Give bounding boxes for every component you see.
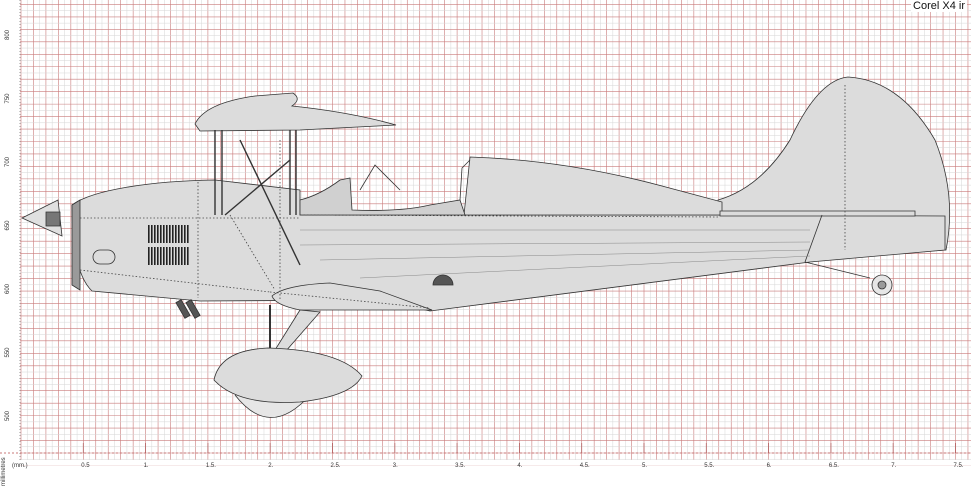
biplane-drawing[interactable] [21, 76, 951, 418]
louver-slot [148, 247, 150, 265]
louver-slot [166, 247, 168, 265]
louver-slot [178, 225, 180, 243]
ruler-label: 4.5. [580, 463, 590, 469]
access-panel [92, 249, 116, 265]
cowl-louvers [148, 225, 189, 265]
ruler-label: 600 [5, 283, 11, 294]
louver-slot [151, 247, 153, 265]
windshield [359, 164, 401, 191]
upper-wing [194, 92, 397, 132]
ruler-label: 4. [517, 463, 522, 469]
louver-slot [157, 247, 159, 265]
louver-slot [184, 225, 186, 243]
louver-slot [169, 225, 171, 243]
ruler-label: 2. [268, 463, 273, 469]
fuselage-panel-lines [299, 229, 811, 279]
louver-slot [172, 247, 174, 265]
exhaust-pipes [175, 299, 201, 319]
ruler-label: 6. [767, 463, 772, 469]
louver-slot [163, 225, 165, 243]
turtle-deck [463, 156, 723, 216]
louver-slot [148, 225, 150, 243]
louver-slot [163, 247, 165, 265]
ruler-label: 7. [891, 463, 896, 469]
louver-slot [166, 225, 168, 243]
struts [214, 130, 301, 266]
louver-slot [172, 225, 174, 243]
landing-gear-leg [274, 309, 321, 353]
ruler-label: 1. [144, 463, 149, 469]
ruler-label: 800 [5, 29, 11, 40]
wheel-fairing [213, 347, 363, 403]
louver-slot [181, 225, 183, 243]
roundel [432, 274, 454, 286]
propeller-hub [45, 211, 61, 227]
ruler-label: 3.5. [455, 463, 465, 469]
horizontal-stabilizer [719, 210, 916, 217]
cockpit [299, 177, 466, 216]
ruler-label: 750 [5, 93, 11, 104]
louver-slot [154, 247, 156, 265]
ruler-label: 2.5. [331, 463, 341, 469]
ruler-label: 5. [642, 463, 647, 469]
louver-slot [187, 247, 189, 265]
ruler-label: 700 [5, 156, 11, 167]
louver-slot [175, 247, 177, 265]
ruler-label: 1.5. [206, 463, 216, 469]
louver-slot [181, 247, 183, 265]
app-title-fragment: Corel X4 ir [911, 0, 967, 12]
lower-wing [271, 282, 433, 311]
louver-slot [184, 247, 186, 265]
rivet-lines [79, 85, 846, 309]
louver-slot [175, 225, 177, 243]
louver-slot [157, 225, 159, 243]
ruler-side-label: millimetres [1, 457, 7, 486]
ruler-label: 0.5 [81, 463, 90, 469]
engine-cowl-ring [71, 199, 81, 291]
vertical-ruler[interactable]: 800 750 700 650 600 550 500 [0, 0, 21, 460]
louver-slot [169, 247, 171, 265]
louver-slot [160, 225, 162, 243]
louver-slot [151, 225, 153, 243]
ruler-label: 500 [5, 410, 11, 421]
windshield-2 [459, 159, 471, 201]
tail-wheel-assembly [804, 214, 893, 296]
ruler-label: 7.5. [954, 463, 964, 469]
ruler-label: 650 [5, 220, 11, 231]
ruler-label: 3. [393, 463, 398, 469]
ruler-label: 550 [5, 347, 11, 358]
louver-slot [178, 247, 180, 265]
louver-slot [154, 225, 156, 243]
ruler-label: 5.5. [704, 463, 714, 469]
louver-slot [160, 247, 162, 265]
ruler-label: 6.5. [829, 463, 839, 469]
louver-slot [187, 225, 189, 243]
ruler-unit-label: (mm.) [12, 463, 28, 469]
